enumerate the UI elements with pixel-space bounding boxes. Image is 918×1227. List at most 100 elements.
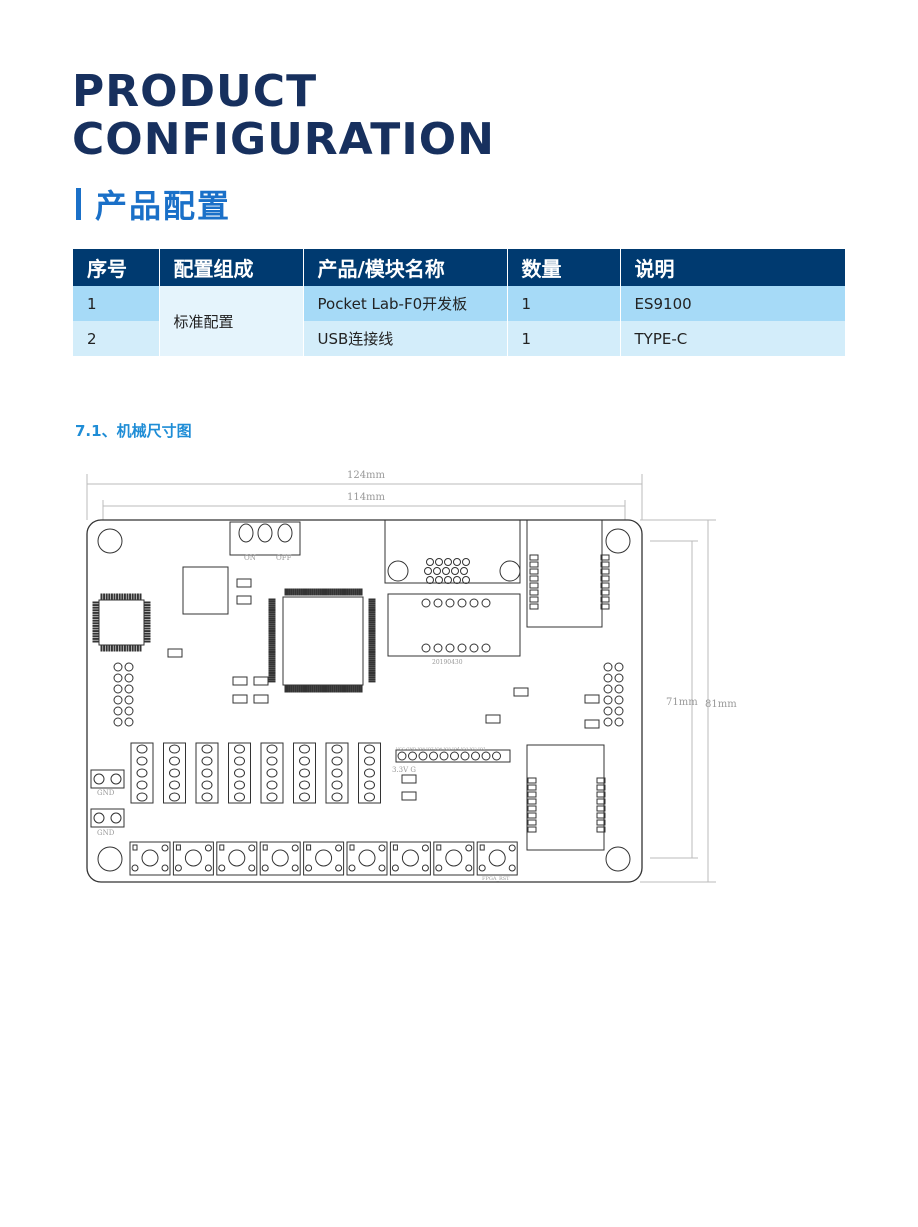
pin (304, 588, 306, 596)
pin (368, 678, 376, 681)
pad (453, 576, 461, 584)
mounting-hole (605, 528, 631, 554)
pin (331, 588, 334, 596)
pad (113, 684, 123, 694)
pin (134, 593, 137, 600)
pin (110, 645, 113, 652)
pin-pad (299, 792, 310, 802)
pin (268, 632, 276, 635)
pin (144, 614, 151, 617)
pin (100, 645, 103, 652)
pin (323, 588, 326, 596)
pad (204, 864, 212, 872)
pin (268, 638, 276, 641)
pad (433, 643, 443, 653)
gnd-label-2: GND (97, 829, 115, 837)
pad (124, 706, 134, 716)
pin-pad (169, 792, 180, 802)
button-cap (358, 849, 376, 867)
title-line-2: CONFIGURATION (72, 114, 495, 165)
pin (268, 644, 276, 647)
pad (439, 751, 449, 761)
smd-component (253, 694, 269, 704)
pin-pad (201, 756, 213, 766)
pad (110, 773, 122, 785)
pad (426, 576, 434, 584)
pin (268, 651, 276, 653)
pin (126, 593, 129, 600)
pin (337, 588, 340, 596)
table-row: 2 USB连接线 1 TYPE-C (73, 321, 845, 356)
pad (392, 844, 398, 851)
pad (460, 751, 470, 761)
pad (481, 751, 491, 761)
pin (368, 634, 376, 637)
pin (344, 685, 347, 693)
pin-pad (364, 756, 375, 766)
pad (527, 812, 537, 819)
pin (268, 615, 276, 618)
pin (300, 685, 303, 693)
pad (529, 596, 539, 603)
pin (368, 663, 376, 666)
pin (129, 593, 132, 600)
pin (268, 678, 276, 681)
pin-pad (266, 792, 278, 802)
pin (268, 634, 276, 637)
button-cap (141, 849, 159, 867)
pin (144, 606, 151, 609)
pad (219, 844, 225, 851)
smd-component (232, 676, 248, 686)
pin (144, 637, 151, 640)
pad (349, 844, 355, 851)
pin (108, 645, 111, 652)
pad (124, 684, 134, 694)
pad (603, 673, 613, 683)
pin (368, 621, 376, 624)
button-cap (228, 849, 246, 867)
pad (596, 798, 606, 805)
ethernet-connector (387, 593, 521, 657)
pin (307, 685, 310, 693)
pad (408, 751, 417, 761)
pin-pad (169, 756, 180, 766)
button-cap (315, 849, 333, 867)
pad (421, 598, 431, 608)
pin (352, 588, 355, 596)
pin (268, 640, 276, 643)
pin (144, 622, 151, 625)
pin-pad (299, 768, 310, 778)
pin (319, 588, 322, 596)
pin (268, 676, 276, 679)
pin (317, 588, 320, 596)
pin (321, 685, 324, 693)
pad (508, 844, 516, 852)
pin (346, 588, 349, 596)
cell-name: USB连接线 (303, 321, 508, 356)
pin (294, 685, 297, 693)
pin (321, 588, 324, 596)
pin (368, 636, 376, 639)
pad (335, 864, 343, 872)
pad (131, 864, 139, 872)
pad (508, 864, 516, 872)
pad (450, 751, 459, 761)
pin (268, 669, 276, 672)
smd-component (236, 595, 252, 605)
dim-114: 114mm (347, 492, 386, 503)
pin-pad (266, 768, 278, 778)
pin-pad (364, 768, 375, 778)
pin (268, 648, 276, 651)
pin (343, 685, 345, 693)
pin (350, 685, 353, 693)
cell-index: 2 (73, 321, 160, 356)
pin (368, 600, 376, 603)
pad (453, 558, 461, 566)
pin (348, 588, 351, 596)
pad (451, 567, 459, 575)
pin (268, 661, 276, 664)
pad (603, 695, 613, 705)
pin (123, 645, 126, 652)
button-cap (271, 849, 289, 867)
pin (360, 588, 363, 596)
